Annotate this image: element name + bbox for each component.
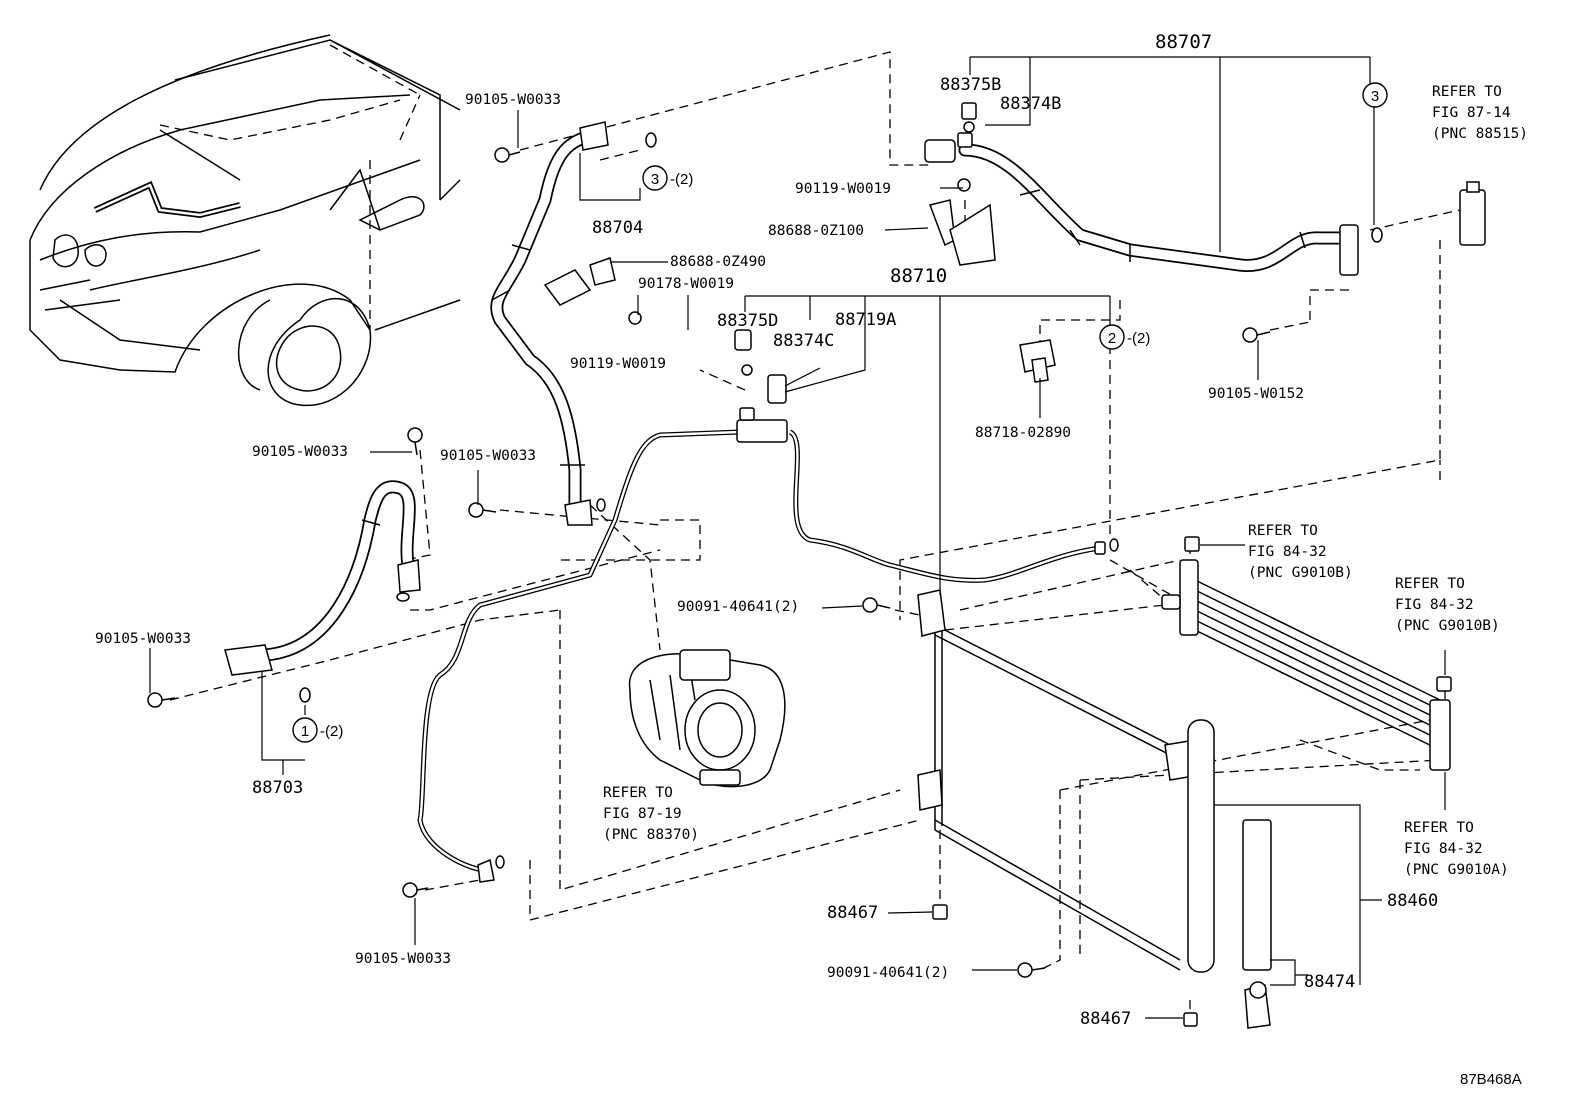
- discharge-hose-88703: [224, 480, 421, 703]
- callout-88707: 88707: [1155, 31, 1212, 53]
- svg-text:FIG 84-32: FIG 84-32: [1248, 544, 1327, 560]
- callout-88467-upper: 88467: [827, 903, 878, 923]
- callout-88375d: 88375D: [717, 311, 778, 331]
- svg-text:3: 3: [651, 171, 659, 188]
- callout-88467-lower: 88467: [1080, 1009, 1131, 1029]
- svg-text:FIG 84-32: FIG 84-32: [1404, 841, 1483, 857]
- bracket-88688-0z100: [929, 102, 996, 266]
- refer-note-fig-87-19: REFER TO FIG 87-19 (PNC 88370): [603, 785, 699, 843]
- callout-90105-w0033-far-left: 90105-W0033: [95, 631, 191, 647]
- assembly-dashed-guides: [169, 51, 1461, 1015]
- callout-88710: 88710: [890, 265, 947, 287]
- receiver-dryer-ref-88515: [1459, 181, 1486, 246]
- svg-text:(PNC 88370): (PNC 88370): [603, 827, 699, 843]
- ref-circle-2-pipe-88710: 2 -(2): [1099, 324, 1150, 350]
- svg-text:-(2): -(2): [320, 723, 343, 740]
- ref-circle-1-hose-88703: 1 -(2): [292, 717, 343, 743]
- svg-text:2: 2: [1108, 330, 1116, 347]
- svg-text:-(2): -(2): [1127, 330, 1150, 347]
- callout-90105-w0033-top: 90105-W0033: [465, 92, 561, 108]
- callout-88374b: 88374B: [1000, 94, 1061, 114]
- liquid-pipe-88710: [417, 329, 1119, 883]
- suction-hose-88707: [924, 139, 1383, 276]
- svg-text:REFER TO: REFER TO: [1432, 84, 1502, 100]
- svg-text:(PNC G9010B): (PNC G9010B): [1248, 565, 1353, 581]
- callout-90105-w0152: 90105-W0152: [1208, 386, 1304, 402]
- figure-code: 87B468A: [1460, 1071, 1522, 1088]
- ref-circle-3-hose-88704: 3 -(2): [642, 165, 693, 191]
- callout-88375b: 88375B: [940, 75, 1001, 95]
- callout-90091-40641-lower: 90091-40641(2): [827, 965, 949, 981]
- vehicle-location-sketch: [29, 34, 461, 407]
- svg-text:REFER TO: REFER TO: [603, 785, 673, 801]
- svg-text:FIG 87-19: FIG 87-19: [603, 806, 682, 822]
- svg-text:REFER TO: REFER TO: [1395, 576, 1465, 592]
- callout-88704: 88704: [592, 218, 643, 238]
- svg-text:-(2): -(2): [670, 171, 693, 188]
- svg-text:1: 1: [301, 723, 309, 740]
- svg-text:(PNC G9010A): (PNC G9010A): [1404, 862, 1509, 878]
- callout-88719a: 88719A: [835, 310, 896, 330]
- callout-88688-0z100: 88688-0Z100: [768, 223, 864, 239]
- svg-text:3: 3: [1371, 88, 1379, 105]
- svg-text:REFER TO: REFER TO: [1248, 523, 1318, 539]
- leader-lines: [149, 56, 1446, 1019]
- refer-note-fig-84-32-mid: REFER TO FIG 84-32 (PNC G9010B): [1395, 576, 1500, 634]
- svg-text:FIG 84-32: FIG 84-32: [1395, 597, 1474, 613]
- callout-88374c: 88374C: [773, 331, 834, 351]
- callout-88718-02890: 88718-02890: [975, 425, 1071, 441]
- clamp-88718-02890: [1019, 339, 1056, 383]
- callout-90105-w0033-left: 90105-W0033: [252, 444, 348, 460]
- svg-text:(PNC 88515): (PNC 88515): [1432, 126, 1528, 142]
- callout-90119-w0019-lower: 90119-W0019: [570, 356, 666, 372]
- callout-90105-w0033-bottom: 90105-W0033: [355, 951, 451, 967]
- ref-circle-3-hose-88707: 3: [1362, 82, 1388, 108]
- callout-90119-w0019-upper: 90119-W0019: [795, 181, 891, 197]
- bracket-88688-0z490: [543, 257, 642, 325]
- callout-88474: 88474: [1304, 972, 1355, 992]
- refer-note-fig-84-32-low: REFER TO FIG 84-32 (PNC G9010A): [1404, 820, 1509, 878]
- bolt-fasteners: [147, 147, 1271, 1027]
- svg-text:REFER TO: REFER TO: [1404, 820, 1474, 836]
- condenser-88460: [917, 589, 1272, 1029]
- sub-radiator-ref-g9010b: [1161, 536, 1452, 771]
- callout-90105-w0033-center: 90105-W0033: [440, 448, 536, 464]
- refer-note-fig-87-14: REFER TO FIG 87-14 (PNC 88515): [1432, 84, 1528, 142]
- refer-note-fig-84-32-top: REFER TO FIG 84-32 (PNC G9010B): [1248, 523, 1353, 581]
- callout-88688-0z490: 88688-0Z490: [670, 254, 766, 270]
- vehicle-dashed-outline: [159, 44, 421, 330]
- compressor-ref-88370: [628, 649, 786, 788]
- discharge-hose-88704: [490, 121, 657, 526]
- svg-text:FIG 87-14: FIG 87-14: [1432, 105, 1511, 121]
- svg-text:(PNC G9010B): (PNC G9010B): [1395, 618, 1500, 634]
- callout-90178-w0019: 90178-W0019: [638, 276, 734, 292]
- callout-90091-40641-upper: 90091-40641(2): [677, 599, 799, 615]
- callout-88703: 88703: [252, 778, 303, 798]
- callout-88460: 88460: [1387, 891, 1438, 911]
